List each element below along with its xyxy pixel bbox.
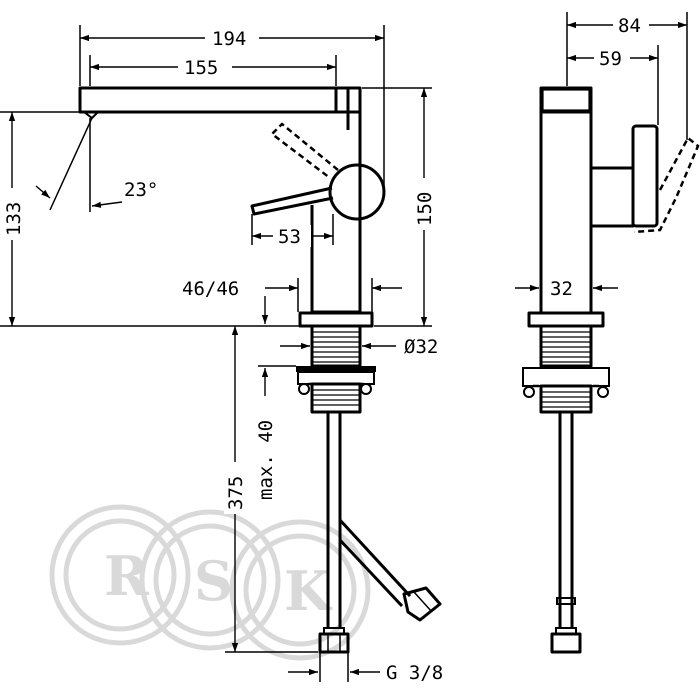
dim-thread-diameter: Ø32: [404, 336, 438, 358]
dim-spout-angle: 23°: [124, 179, 158, 201]
nut-screw-left: [298, 383, 310, 395]
side-lower-shank-threads: [541, 391, 591, 408]
side-lever-alt-position: [633, 136, 700, 234]
watermark-ring-r-inner: [63, 518, 177, 632]
watermark-letter-s: S: [194, 549, 233, 613]
dim-total-width: 194: [212, 28, 246, 50]
angled-hose-lower-edge: [338, 538, 404, 608]
lower-shank: [310, 382, 362, 414]
watermark-ring-s: [139, 509, 281, 651]
dim-side-depth: 84: [618, 15, 641, 37]
lower-shank-threads: [312, 389, 360, 406]
side-lever-plate: [631, 124, 659, 228]
dim-spout-reach: 155: [184, 57, 218, 79]
side-hose-clip: [556, 597, 576, 605]
side-base-plate: [527, 311, 605, 328]
side-hose-connector-nut: [550, 632, 582, 654]
side-shank-threads: [541, 331, 591, 363]
lever-handle: [250, 186, 334, 216]
dim-hose-length: 375: [225, 476, 247, 510]
fixing-washer: [296, 366, 376, 372]
side-threaded-shank: [539, 324, 593, 368]
dim-base-diameter-pair: 46/46: [182, 278, 239, 300]
dim-side-lever-depth: 59: [599, 48, 622, 70]
side-nut-screw-right: [597, 386, 609, 398]
side-lower-shank: [539, 384, 593, 414]
nut-screw-right: [360, 383, 372, 395]
spout: [78, 86, 362, 114]
dim-overall-height: 150: [414, 192, 436, 226]
lever-alt-position: [270, 122, 339, 179]
side-nut-screw-left: [523, 386, 535, 398]
angled-hose-upper-edge: [338, 518, 412, 598]
watermark-letter-r: R: [104, 544, 150, 608]
watermark-ring-s-inner: [153, 523, 267, 637]
watermark-ring-r: [49, 504, 191, 646]
side-lever-housing: [589, 166, 635, 228]
watermark-letter-k: K: [284, 559, 333, 623]
dim-spout-height: 133: [3, 202, 25, 236]
dim-lever-offset: 53: [278, 226, 301, 248]
fixing-nut: [297, 371, 375, 385]
shank-threads: [312, 331, 360, 363]
dim-max-counter-thickness: max. 40: [255, 420, 277, 500]
spout-angle-ray: [49, 117, 93, 211]
front-view: 194 155 133 23° 150 53: [0, 25, 443, 684]
side-fixing-nut: [522, 367, 610, 387]
base-plate: [298, 311, 374, 328]
watermark-ring-k-inner: [243, 533, 357, 647]
dim-hose-connection: G 3/8: [386, 662, 443, 684]
lever-knob: [328, 163, 386, 221]
side-view: 84 59 32: [515, 12, 700, 654]
angled-hose-connector: [402, 586, 442, 622]
dim-side-body-width: 32: [550, 278, 573, 300]
